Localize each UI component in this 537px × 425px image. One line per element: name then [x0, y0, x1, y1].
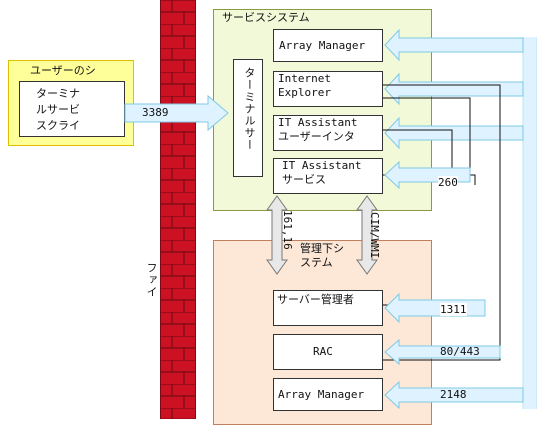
arrow-to-managed-array-manager	[384, 380, 524, 410]
rac	[273, 334, 383, 370]
port-snmp: 161,16	[281, 210, 294, 250]
terminal-client-label: ターミナ ルサービ スクライ	[36, 87, 80, 132]
arrow-to-rac	[384, 338, 501, 366]
server-administrator	[273, 290, 383, 326]
service-array-manager-label: Array Manager	[279, 39, 366, 52]
server-administrator-label: サーバー管理者	[277, 293, 354, 306]
user-system-title: ユーザーのシ	[30, 64, 96, 77]
line-ia-top	[383, 97, 471, 175]
internet-explorer	[273, 71, 383, 107]
port-rdp: 3389	[142, 106, 169, 119]
terminal-server	[233, 59, 263, 177]
internet-explorer-label: Internet Explorer	[278, 72, 331, 99]
firewall-wall	[160, 0, 196, 420]
arrow-to-internet-explorer	[384, 72, 524, 106]
port-rac: 80/443	[440, 345, 480, 358]
it-assistant-service	[273, 158, 383, 194]
port-server-admin: 1311	[440, 303, 467, 316]
managed-array-manager	[273, 378, 383, 411]
terminal-service-client	[19, 81, 125, 137]
rdp-arrow	[124, 94, 229, 132]
firewall-label: ファイ	[145, 262, 158, 298]
port-it-assistant: 260	[438, 176, 458, 189]
port-cim: CIM/WMI	[368, 212, 381, 259]
arrow-to-it-assistant-ui	[384, 116, 524, 150]
service-array-manager	[273, 29, 383, 62]
firewall-bricks	[160, 0, 196, 420]
service-system-title: サービスシステム	[222, 11, 310, 24]
it-assistant-ui	[273, 115, 383, 151]
snmp-arrow	[266, 195, 288, 275]
it-assistant-ui-label: IT Assistant ユーザーインタ	[278, 116, 358, 143]
terminal-server-label: ターミナルサー	[243, 67, 256, 151]
rac-label: RAC	[313, 345, 333, 358]
port-array-manager: 2148	[440, 388, 467, 401]
cim-arrow	[356, 195, 378, 275]
arrow-to-server-admin	[384, 292, 486, 324]
arrow-to-service-array-manager	[384, 28, 524, 62]
line-ie	[383, 84, 501, 361]
it-assistant-service-label: IT Assistant サービス	[282, 159, 362, 186]
managed-system-title: 管理下シ ステム	[300, 242, 344, 269]
managed-array-manager-label: Array Manager	[278, 388, 365, 401]
